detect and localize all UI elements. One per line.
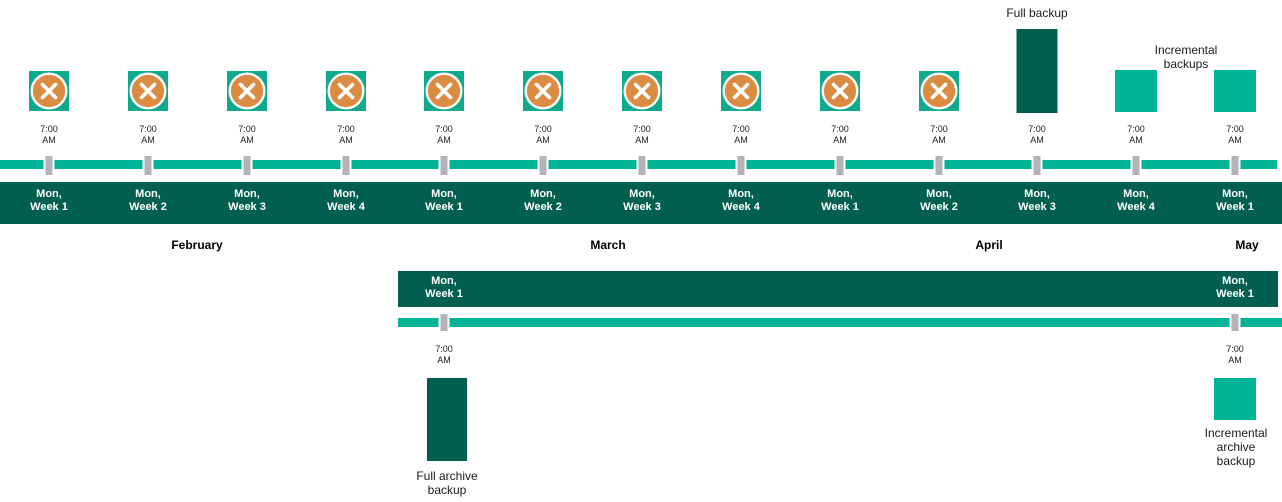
tick-mark (1229, 314, 1241, 331)
time-label: 7:00 AM (1226, 124, 1244, 145)
archive-week-bar: Mon, Week 1 Mon, Week 1 (398, 271, 1278, 307)
week-label: Mon, Week 2 (129, 188, 167, 213)
incremental-backup-square (1115, 70, 1157, 112)
month-label-february: February (171, 238, 223, 252)
week-bar: Mon, Week 1 Mon, Week 2 Mon, Week 3 Mon,… (0, 182, 1282, 224)
full-backup-label: Full backup (1006, 6, 1068, 20)
tick-mark (636, 156, 648, 175)
tick-mark (834, 156, 846, 175)
tick-mark (735, 156, 747, 175)
week-label: Mon, Week 1 (821, 188, 859, 213)
time-label: 7:00 AM (633, 124, 651, 145)
full-archive-backup-bar (427, 378, 467, 461)
time-label: 7:00 AM (337, 124, 355, 145)
full-archive-backup-label: Full archive backup (416, 469, 478, 497)
restore-point-icon (721, 71, 761, 111)
week-label: Mon, Week 4 (327, 188, 365, 213)
restore-point-icon (424, 71, 464, 111)
restore-point-icon (820, 71, 860, 111)
archive-start-week-label: Mon, Week 1 (425, 275, 463, 300)
tick-mark (438, 314, 450, 331)
week-label: Mon, Week 1 (1216, 188, 1254, 213)
archive-timeline-line (398, 318, 1282, 327)
tick-mark (933, 156, 945, 175)
week-label: Mon, Week 1 (425, 188, 463, 213)
restore-point-icon (622, 71, 662, 111)
time-label: 7:00 AM (732, 124, 750, 145)
month-label-march: March (590, 238, 626, 252)
tick-mark (537, 156, 549, 175)
time-label: 7:00 AM (435, 344, 453, 365)
incremental-backups-label: Incremental backups (1154, 43, 1218, 71)
full-backup-bar (1016, 29, 1058, 113)
time-label: 7:00 AM (1226, 344, 1244, 365)
month-label-april: April (975, 238, 1003, 252)
week-label: Mon, Week 2 (524, 188, 562, 213)
incremental-backup-square (1214, 70, 1256, 112)
archive-end-week-label: Mon, Week 1 (1216, 275, 1254, 300)
restore-point-icon (919, 71, 959, 111)
week-label: Mon, Week 3 (228, 188, 266, 213)
tick-mark (1130, 156, 1142, 175)
time-label: 7:00 AM (831, 124, 849, 145)
restore-point-icon (128, 71, 168, 111)
restore-point-icon (29, 71, 69, 111)
tick-mark (1031, 156, 1043, 175)
tick-mark (438, 156, 450, 175)
tick-mark (241, 156, 253, 175)
tick-mark (43, 156, 55, 175)
tick-mark (1229, 156, 1241, 175)
week-label: Mon, Week 3 (1018, 188, 1056, 213)
week-label: Mon, Week 3 (623, 188, 661, 213)
time-label: 7:00 AM (1127, 124, 1145, 145)
tick-mark (340, 156, 352, 175)
week-label: Mon, Week 4 (722, 188, 760, 213)
time-label: 7:00 AM (40, 124, 58, 145)
week-label: Mon, Week 1 (30, 188, 68, 213)
restore-point-icon (227, 71, 267, 111)
incremental-archive-backup-label: Incremental archive backup (1204, 426, 1268, 468)
restore-point-icon (326, 71, 366, 111)
time-label: 7:00 AM (238, 124, 256, 145)
time-label: 7:00 AM (534, 124, 552, 145)
week-label: Mon, Week 4 (1117, 188, 1155, 213)
time-label: 7:00 AM (1028, 124, 1046, 145)
incremental-archive-backup-square (1214, 378, 1256, 420)
time-label: 7:00 AM (930, 124, 948, 145)
time-label: 7:00 AM (435, 124, 453, 145)
week-label: Mon, Week 2 (920, 188, 958, 213)
time-label: 7:00 AM (139, 124, 157, 145)
month-label-may: May (1235, 238, 1259, 252)
tick-mark (142, 156, 154, 175)
restore-point-icon (523, 71, 563, 111)
